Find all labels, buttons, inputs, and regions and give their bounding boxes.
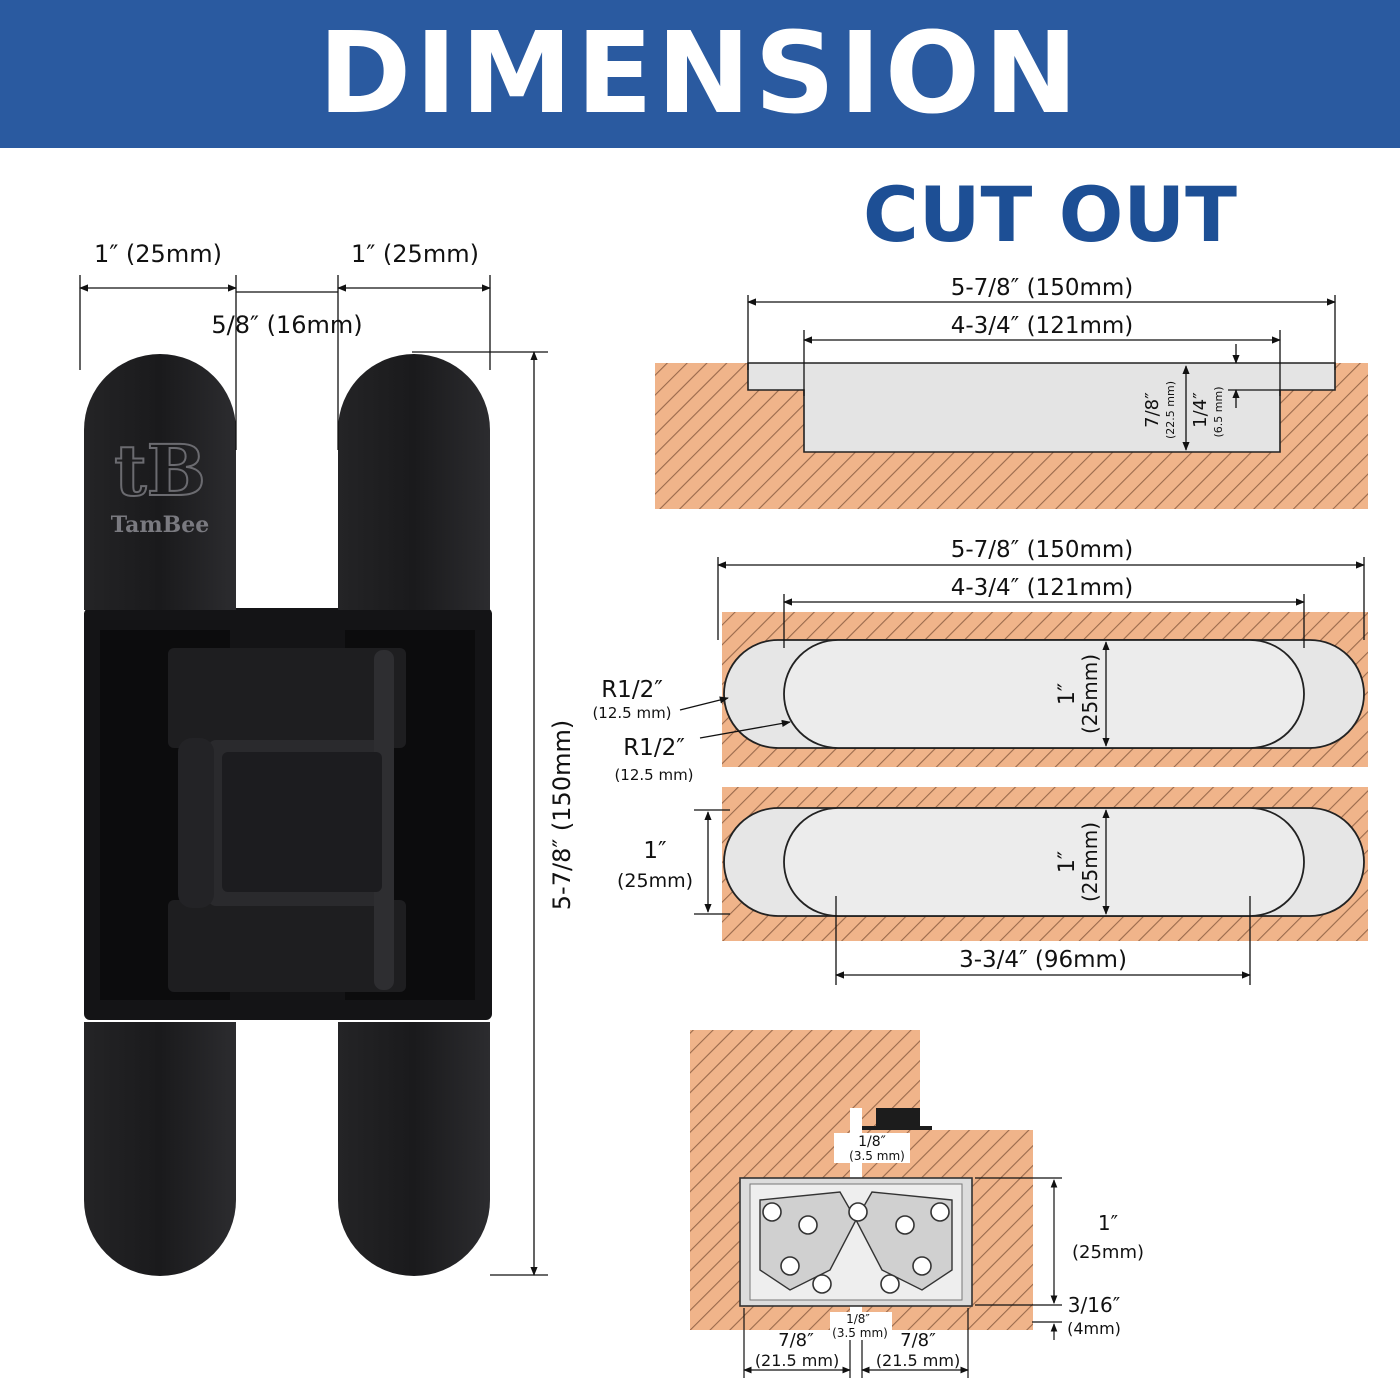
radius-outer-in: R1/2″ [601, 677, 663, 703]
install-offset-in: 3/16″ [1068, 1293, 1120, 1317]
top-inner-label: 4-3/4″ (121mm) [951, 313, 1134, 339]
page-title: DIMENSION [318, 9, 1082, 139]
hinge-knuckle-bottom [168, 900, 406, 992]
cutout-face-view-lower [722, 787, 1368, 941]
top-depth-a-in: 7/8″ [1142, 392, 1163, 428]
gap-label: 5/8″ (16mm) [211, 311, 362, 339]
install-left-mm: (21.5 mm) [755, 1351, 839, 1370]
install-gap-bottom-in: 1/8″ [846, 1312, 870, 1326]
mid-inner-label: 4-3/4″ (121mm) [951, 575, 1134, 601]
cutout-side-section [655, 362, 1368, 509]
install-gap-top-in: 1/8″ [858, 1134, 886, 1150]
hinge-leaf-bottom-left [84, 1022, 236, 1276]
lower-left-in: 1″ [643, 838, 667, 864]
install-height-mm: (25mm) [1072, 1242, 1144, 1263]
leaf-width-left-label: 1″ (25mm) [94, 240, 222, 268]
length-label: 5-7/8″ (150mm) [548, 720, 576, 910]
hinge-leaf-bottom-right [338, 1022, 490, 1276]
install-offset-mm: (4mm) [1067, 1319, 1121, 1338]
hinge-leaf-top-left [84, 354, 236, 610]
lower-height-mm: (25mm) [1078, 822, 1102, 902]
top-depth-a-mm: (22.5 mm) [1164, 381, 1177, 439]
install-right-mm: (21.5 mm) [876, 1351, 960, 1370]
hinge-dimensions [79, 275, 548, 1276]
install-right-in: 7/8″ [900, 1330, 936, 1351]
lower-height-in: 1″ [1055, 851, 1080, 873]
install-left-in: 7/8″ [778, 1330, 814, 1351]
radius-inner-in: R1/2″ [623, 735, 685, 761]
top-depth-b-mm: (6.5 mm) [1212, 386, 1225, 437]
radius-outer-mm: (12.5 mm) [592, 704, 671, 722]
leaf-width-right-label: 1″ (25mm) [351, 240, 479, 268]
hinge-illustration: tB TamBee [84, 354, 492, 1276]
lower-left-mm: (25mm) [617, 870, 693, 892]
mid-height-in: 1″ [1055, 683, 1080, 705]
hinge-leaf-top-right [338, 354, 490, 610]
mid-height-mm: (25mm) [1078, 654, 1102, 734]
hinge-knuckle-top [168, 648, 406, 748]
radius-inner-mm: (12.5 mm) [614, 766, 693, 784]
top-depth-b-in: 1/4″ [1190, 392, 1211, 428]
brand-monogram: tB [114, 429, 206, 512]
install-section [690, 1030, 1033, 1330]
install-gap-bottom-mm: (3.5 mm) [832, 1326, 888, 1340]
install-height-in: 1″ [1098, 1211, 1118, 1235]
lower-spacing-label: 3-3/4″ (96mm) [959, 947, 1127, 973]
brand-name: TamBee [111, 512, 209, 538]
install-gap-top-mm: (3.5 mm) [849, 1149, 905, 1163]
cutout-face-view [722, 612, 1368, 767]
cutout-title: CUT OUT [863, 170, 1237, 259]
mid-outer-label: 5-7/8″ (150mm) [951, 537, 1134, 563]
top-outer-label: 5-7/8″ (150mm) [951, 275, 1134, 301]
header-banner [0, 0, 1400, 148]
